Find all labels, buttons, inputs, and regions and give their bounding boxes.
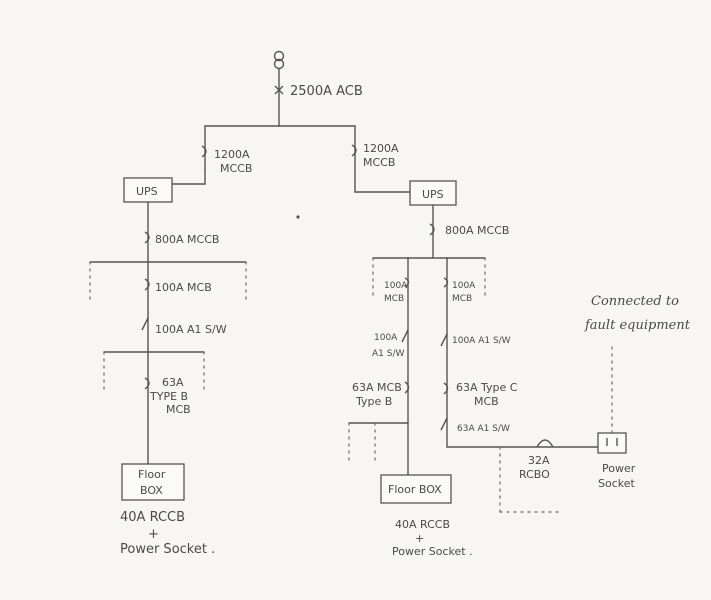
left-ups-mccb-symbol bbox=[144, 231, 150, 244]
left-ups-box bbox=[123, 177, 173, 203]
right-branch-b-isolator2-label: 63A A1 S/W bbox=[457, 424, 510, 434]
left-feeder-mccb-type: MCCB bbox=[220, 162, 252, 175]
left-final-mcb-symbol bbox=[144, 377, 150, 390]
rcbo-rating: 32A bbox=[528, 454, 550, 467]
left-final-mcb-type: TYPE B bbox=[149, 390, 188, 403]
right-branch-a-final-mcb-rating: 63A MCB bbox=[352, 381, 402, 394]
fault-socket-label-2: Socket bbox=[598, 477, 636, 490]
left-final-mcb-device: MCB bbox=[166, 403, 191, 416]
transformer-symbol bbox=[273, 50, 285, 70]
right-branch-b-isolator-rating: 100A A1 S/W bbox=[452, 336, 511, 346]
right-plus-sign: + bbox=[415, 532, 424, 545]
right-branch-a-isolator-rating: 100A bbox=[374, 333, 398, 343]
left-ups-mccb-label: 800A MCCB bbox=[155, 233, 219, 246]
fault-power-socket-box bbox=[597, 432, 627, 454]
left-floor-box-line2: BOX bbox=[140, 484, 163, 497]
right-socket-label: Power Socket . bbox=[392, 545, 473, 558]
right-feeder-mccb-rating: 1200A bbox=[363, 142, 399, 155]
left-mcb-symbol bbox=[144, 278, 150, 291]
acb-label: 2500A ACB bbox=[290, 84, 363, 99]
right-branch-b-mcb-type: MCB bbox=[452, 294, 472, 304]
stray-mark bbox=[296, 215, 300, 219]
left-floor-box-line1: Floor bbox=[138, 468, 166, 481]
right-branch-b-isolator2-symbol bbox=[440, 417, 448, 431]
right-branch-b-mcb-symbol bbox=[443, 277, 449, 288]
right-branch-b-final-mcb-type: MCB bbox=[474, 395, 499, 408]
left-plus-sign: + bbox=[148, 527, 159, 542]
right-branch-b-final-mcb-rating: 63A Type C bbox=[456, 381, 518, 394]
right-rccb-label: 40A RCCB bbox=[395, 518, 450, 531]
right-branch-a-isolator-type: A1 S/W bbox=[372, 349, 404, 359]
right-floor-box-label: Floor BOX bbox=[388, 483, 442, 496]
rcbo-type: RCBO bbox=[519, 468, 550, 481]
right-floor-box bbox=[380, 474, 452, 504]
right-ups-mccb-label: 800A MCCB bbox=[445, 224, 509, 237]
right-branch-b-isolator-symbol bbox=[440, 333, 448, 347]
right-branch-a-mcb-symbol bbox=[404, 277, 410, 288]
right-branch-b-final-mcb-symbol bbox=[443, 382, 449, 395]
acb-symbol bbox=[274, 85, 284, 95]
left-isolator-symbol bbox=[141, 317, 149, 331]
left-feeder-mccb-rating: 1200A bbox=[214, 148, 250, 161]
rcbo-symbol bbox=[536, 439, 554, 448]
fault-note-line2: fault equipment bbox=[584, 318, 691, 333]
right-ups-box bbox=[409, 180, 457, 206]
left-rccb-label: 40A RCCB bbox=[120, 510, 185, 525]
left-mcb-label: 100A MCB bbox=[155, 281, 212, 294]
right-feeder-mccb-symbol bbox=[351, 144, 357, 157]
right-branch-a-mcb-type: MCB bbox=[384, 294, 404, 304]
left-floor-box bbox=[121, 463, 185, 501]
right-branch-a-final-mcb-symbol bbox=[404, 381, 410, 394]
right-ups-mccb-symbol bbox=[429, 223, 435, 236]
right-branch-a-mcb-rating: 100A bbox=[384, 281, 408, 291]
right-branch-a-final-mcb-type: Type B bbox=[355, 395, 392, 408]
left-ups-label: UPS bbox=[136, 185, 158, 198]
right-ups-label: UPS bbox=[422, 188, 444, 201]
fault-socket-label-1: Power bbox=[602, 462, 636, 475]
left-socket-label: Power Socket . bbox=[120, 542, 215, 557]
left-feeder-mccb-symbol bbox=[201, 145, 207, 158]
left-final-mcb-rating: 63A bbox=[162, 376, 184, 389]
fault-note-line1: Connected to bbox=[591, 294, 679, 309]
right-branch-a-isolator-symbol bbox=[401, 329, 409, 343]
right-feeder-mccb-type: MCCB bbox=[363, 156, 395, 169]
left-isolator-label: 100A A1 S/W bbox=[155, 323, 227, 336]
right-branch-b-mcb-rating: 100A bbox=[452, 281, 476, 291]
socket-pins-icon bbox=[606, 438, 618, 446]
